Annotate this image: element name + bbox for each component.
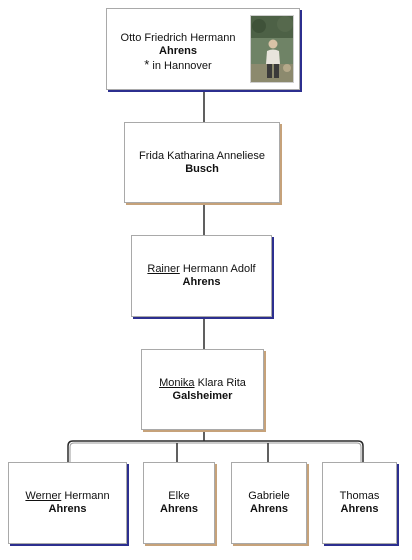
given-rest: Klara Rita (197, 376, 246, 389)
surname: Ahrens (182, 276, 221, 288)
person-card-werner[interactable]: Werner Hermann Ahrens (8, 462, 127, 544)
surname: Ahrens (340, 503, 379, 515)
children-bar (67, 440, 364, 462)
surname: Ahrens (159, 44, 197, 57)
call-name: Werner (25, 490, 62, 502)
birth-place: in Hannover (152, 59, 212, 72)
given-rest: Hermann (64, 490, 110, 502)
portrait-photo (250, 15, 294, 83)
birth-symbol: * (144, 56, 150, 72)
given-names: Rainer Hermann Adolf (147, 263, 255, 276)
surname: Ahrens (48, 503, 87, 515)
person-card-gabriele[interactable]: Gabriele Ahrens (231, 462, 307, 544)
person-text-otto: Otto Friedrich Hermann Ahrens * in Hanno… (107, 32, 249, 73)
given-names: Thomas (339, 490, 380, 502)
person-card-thomas[interactable]: Thomas Ahrens (322, 462, 397, 544)
birth-info: * in Hannover (144, 58, 211, 73)
call-name: Rainer (147, 263, 180, 275)
given-names: Gabriele (248, 490, 290, 502)
children-bar-inner (69, 442, 362, 462)
person-card-monika[interactable]: Monika Klara Rita Galsheimer (141, 349, 264, 430)
call-name: Monika (159, 376, 195, 389)
person-card-rainer[interactable]: Rainer Hermann Adolf Ahrens (131, 235, 272, 317)
given-names: Frida Katharina Anneliese (139, 149, 265, 162)
person-card-otto[interactable]: Otto Friedrich Hermann Ahrens * in Hanno… (106, 8, 300, 90)
given-rest: Hermann Adolf (182, 263, 256, 275)
surname: Galsheimer (172, 389, 233, 402)
surname: Busch (185, 162, 219, 175)
given-names: Otto Friedrich Hermann (120, 31, 236, 44)
given-names: Monika Klara Rita (159, 377, 246, 390)
surname: Ahrens (160, 503, 198, 515)
person-card-elke[interactable]: Elke Ahrens (143, 462, 215, 544)
given-names: Werner Hermann (25, 490, 109, 503)
surname: Ahrens (250, 503, 288, 515)
person-card-frida[interactable]: Frida Katharina Anneliese Busch (124, 122, 280, 203)
given-names: Elke (168, 490, 190, 502)
